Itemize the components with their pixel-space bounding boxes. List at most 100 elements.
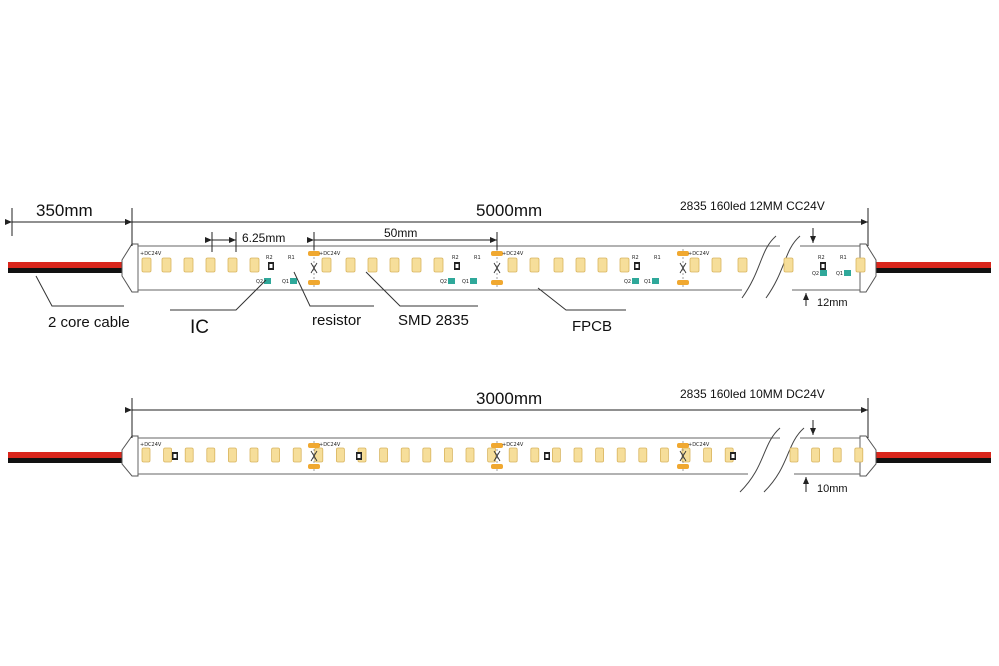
led-chip — [575, 257, 586, 273]
strip-2-body — [138, 437, 860, 475]
led-chip — [811, 447, 820, 463]
led-chip — [227, 447, 237, 463]
r1-mark: R1 — [840, 255, 847, 261]
cut-mark-pad — [491, 464, 503, 469]
led-chip — [832, 447, 842, 463]
break-line-2b — [763, 427, 805, 493]
led-chip — [660, 447, 669, 463]
led-chip — [400, 447, 410, 463]
cut-mark-pad — [677, 251, 689, 256]
resistor-chip-center — [635, 264, 639, 268]
q-mark: Q2 — [256, 279, 263, 285]
scissors-icon — [310, 450, 318, 462]
resistor-chip-center — [173, 454, 177, 458]
spec-label-2: 2835 160led 10MM DC24V — [680, 387, 825, 401]
strip-1-body — [138, 245, 860, 291]
led-chip — [508, 447, 518, 463]
ic-chip — [290, 278, 297, 284]
led-chip — [205, 257, 216, 273]
led-chip — [411, 257, 422, 273]
led-chip — [689, 257, 700, 273]
ic-label: IC — [190, 317, 209, 338]
red-wire-left — [8, 262, 124, 268]
q-mark: Q2 — [440, 279, 447, 285]
ic-chip — [448, 278, 455, 284]
led-chip — [206, 447, 216, 463]
led-chip — [529, 257, 540, 273]
led-chip — [321, 257, 332, 273]
led-chip — [271, 447, 281, 463]
led-chip — [389, 257, 400, 273]
led-chip — [465, 447, 475, 463]
black-wire-right — [874, 268, 991, 273]
led-pitch-label: 6.25mm — [242, 231, 285, 245]
led-chip — [616, 447, 626, 463]
led-chip — [367, 257, 378, 273]
q-mark: Q2 — [624, 279, 631, 285]
resistor-chip-center — [545, 454, 549, 458]
total-length-label-1: 5000mm — [476, 201, 542, 220]
led-chip — [573, 447, 583, 463]
led-chip — [855, 257, 866, 273]
callout-cable — [35, 275, 124, 307]
scissors-icon — [679, 262, 687, 274]
led-chip — [163, 447, 173, 463]
led-chip — [183, 257, 194, 273]
led-chip — [335, 447, 345, 463]
q-mark: Q1 — [644, 279, 651, 285]
red-wire-right-2 — [874, 452, 991, 458]
r2-mark: R2 — [818, 255, 825, 261]
break-line-1b — [765, 235, 801, 299]
r1-mark: R1 — [288, 255, 295, 261]
break-line-2a — [739, 427, 781, 493]
callout-fpcb — [537, 287, 626, 311]
led-chip — [530, 447, 540, 463]
led-chip — [854, 447, 864, 463]
end-cap-left — [121, 243, 139, 293]
led-chip — [597, 257, 608, 273]
r1-mark: R1 — [654, 255, 661, 261]
resistor-chip-center — [269, 264, 273, 268]
dc24v-mark: +DC24V — [319, 251, 341, 257]
ic-chip — [820, 270, 827, 276]
led-chip — [184, 447, 194, 463]
resistor-chip-center — [731, 454, 735, 458]
led-chip — [638, 447, 648, 463]
r1-mark: R1 — [474, 255, 481, 261]
strip-1-leds — [141, 257, 866, 273]
led-chip — [737, 257, 748, 273]
resistor-chip-center — [455, 264, 459, 268]
led-chip — [345, 257, 356, 273]
led-chip — [422, 447, 432, 463]
width-label-2: 10mm — [817, 483, 848, 495]
led-chip — [789, 447, 799, 463]
dc24v-mark: +DC24V — [140, 251, 162, 257]
led-chip — [619, 257, 630, 273]
r2-mark: R2 — [452, 255, 459, 261]
width-label-1: 12mm — [817, 297, 848, 309]
dc24v-mark: +DC24V — [502, 442, 524, 448]
q-mark: Q1 — [462, 279, 469, 285]
cut-mark-pad — [677, 464, 689, 469]
led-chip — [249, 447, 259, 463]
cable-length-label: 350mm — [36, 201, 93, 220]
strip-2: +DC24V+DC24V+DC24V+DC24V 3000mm 2835 160… — [8, 387, 991, 495]
cut-mark-pad — [491, 251, 503, 256]
scissors-icon — [679, 450, 687, 462]
resistor-chip-center — [357, 454, 361, 458]
led-chip — [379, 447, 389, 463]
q-mark: Q1 — [836, 271, 843, 277]
dc24v-mark: +DC24V — [140, 442, 162, 448]
led-chip — [553, 257, 564, 273]
led-chip — [161, 257, 172, 273]
cable-label: 2 core cable — [48, 314, 130, 331]
ic-chip — [632, 278, 639, 284]
black-wire-left-2 — [8, 458, 124, 463]
end-cap-right — [859, 243, 877, 293]
led-chip — [141, 447, 151, 463]
cut-mark-pad — [308, 443, 320, 448]
spec-label-1: 2835 160led 12MM CC24V — [680, 199, 825, 213]
cut-mark-pad — [491, 443, 503, 448]
dc24v-mark: +DC24V — [688, 442, 710, 448]
